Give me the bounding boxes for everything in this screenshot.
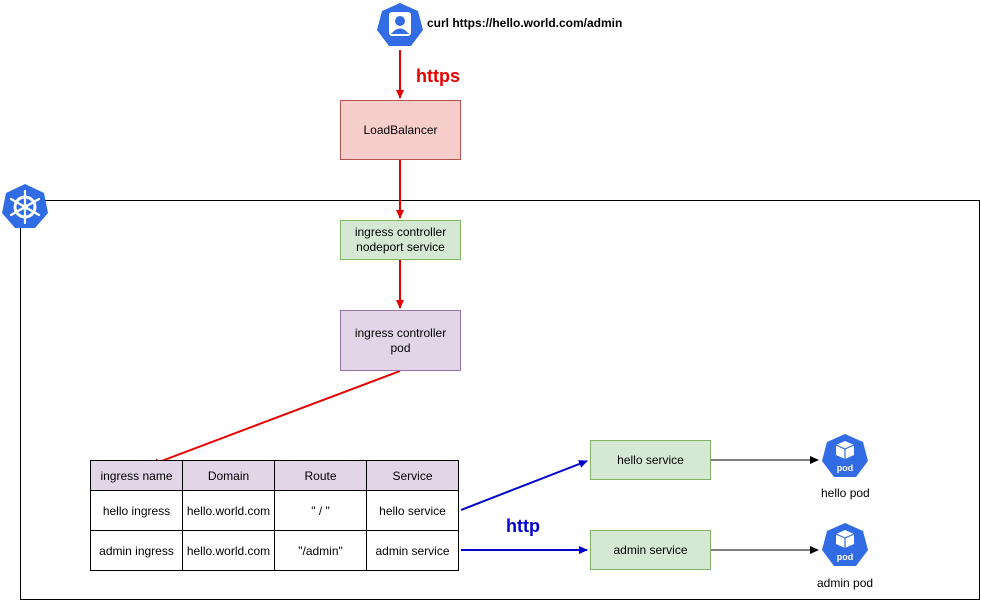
pod-icon-text: pod <box>837 463 854 473</box>
user-icon <box>377 3 423 46</box>
column-header: Domain <box>182 460 275 491</box>
admin-pod-icon: pod <box>822 523 868 566</box>
table-cell: admin service <box>366 530 459 571</box>
table-row: admin ingress hello.world.com "/admin" a… <box>90 530 459 571</box>
hello-service-node: hello service <box>590 440 711 480</box>
hello-pod-label: hello pod <box>821 486 870 500</box>
table-cell: hello ingress <box>90 490 183 531</box>
column-header: Service <box>366 460 459 491</box>
table-cell: admin ingress <box>90 530 183 571</box>
https-label: https <box>416 66 460 86</box>
curl-command: curl https://hello.world.com/admin <box>427 16 623 30</box>
kubernetes-cluster-boundary <box>20 200 980 600</box>
column-header: ingress name <box>90 460 183 491</box>
table-cell: hello service <box>366 490 459 531</box>
http-label: http <box>506 516 540 536</box>
ingress-controller-pod-node: ingress controller pod <box>340 310 461 371</box>
table-cell: hello.world.com <box>182 490 275 531</box>
ingress-table: ingress name Domain Route Service hello … <box>90 460 459 571</box>
table-cell: hello.world.com <box>182 530 275 571</box>
table-cell: "/admin" <box>274 530 367 571</box>
table-header-row: ingress name Domain Route Service <box>90 460 459 491</box>
admin-service-node: admin service <box>590 530 711 570</box>
pod-icon-text: pod <box>837 552 854 562</box>
kubernetes-icon <box>2 184 48 228</box>
column-header: Route <box>274 460 367 491</box>
table-row: hello ingress hello.world.com " / " hell… <box>90 490 459 531</box>
hello-pod-icon: pod <box>822 434 868 477</box>
admin-pod-label: admin pod <box>817 576 874 590</box>
loadbalancer-node: LoadBalancer <box>340 100 461 160</box>
table-cell: " / " <box>274 490 367 531</box>
nodeport-service-node: ingress controller nodeport service <box>340 220 461 260</box>
